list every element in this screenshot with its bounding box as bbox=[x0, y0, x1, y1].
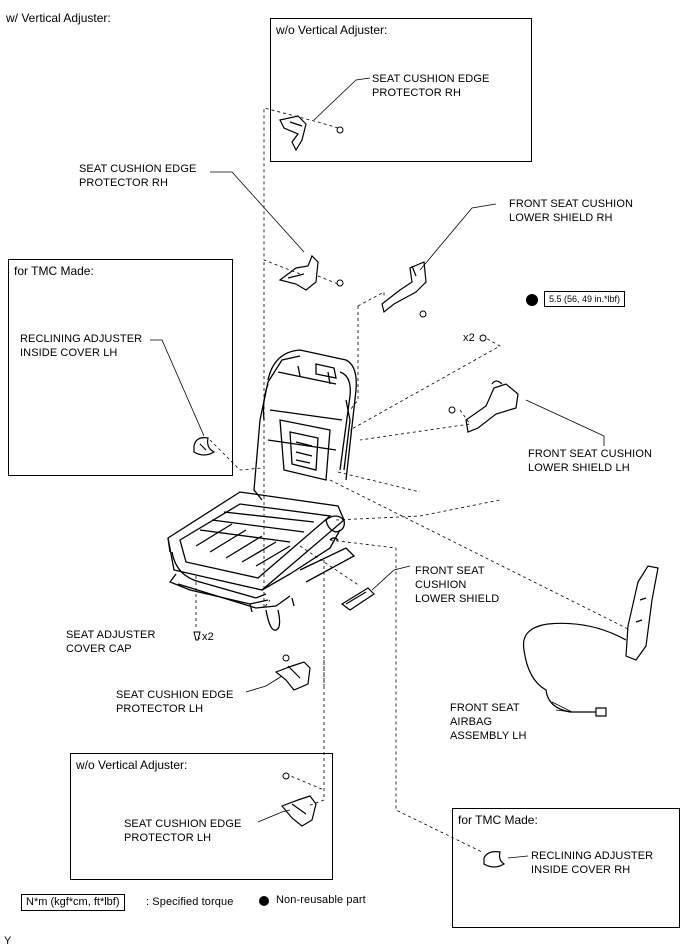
part-label-edge-protector-rh-inset: SEAT CUSHION EDGE PROTECTOR RH bbox=[372, 73, 490, 99]
part-label-lower-shield-lh: FRONT SEAT CUSHION LOWER SHIELD LH bbox=[528, 448, 653, 474]
legend-unit-text: : Specified torque bbox=[146, 896, 234, 908]
page-title: w/ Vertical Adjuster: bbox=[6, 11, 111, 25]
part-label-adjuster-cover-cap: SEAT ADJUSTER COVER CAP bbox=[66, 629, 156, 655]
quantity-label-caps: x2 bbox=[202, 631, 214, 643]
inset-title: for TMC Made: bbox=[14, 264, 94, 278]
inset-title: w/o Vertical Adjuster: bbox=[276, 23, 388, 37]
inset-box-bottom-left: w/o Vertical Adjuster: SEAT CUSHION EDGE… bbox=[70, 753, 333, 880]
legend-non-reusable-dot bbox=[259, 896, 269, 906]
part-label-lower-shield-rh: FRONT SEAT CUSHION LOWER SHIELD RH bbox=[509, 198, 634, 224]
part-label-edge-protector-lh-inset: SEAT CUSHION EDGE PROTECTOR LH bbox=[124, 818, 242, 844]
quantity-label-screws: x2 bbox=[463, 332, 475, 344]
part-label-airbag-assembly-lh: FRONT SEAT AIRBAG ASSEMBLY LH bbox=[450, 702, 527, 742]
inset-box-left-tmc: for TMC Made: RECLINING ADJUSTER INSIDE … bbox=[8, 259, 233, 476]
legend-non-reusable-text: Non-reusable part bbox=[276, 894, 366, 906]
part-label-edge-protector-rh: SEAT CUSHION EDGE PROTECTOR RH bbox=[79, 163, 197, 189]
part-label-edge-protector-lh: SEAT CUSHION EDGE PROTECTOR LH bbox=[116, 689, 234, 715]
torque-spec-box: 5.5 (56, 49 in.*lbf) bbox=[544, 291, 626, 307]
inset-title: w/o Vertical Adjuster: bbox=[76, 758, 188, 772]
inset-title: for TMC Made: bbox=[458, 813, 538, 827]
legend-unit-box: N*m (kgf*cm, ft*lbf) bbox=[21, 894, 125, 911]
illustration-code: Y bbox=[4, 935, 12, 947]
inset-box-bottom-right-tmc: for TMC Made: RECLINING ADJUSTER INSIDE … bbox=[452, 808, 680, 928]
part-label-reclining-cover-rh: RECLINING ADJUSTER INSIDE COVER RH bbox=[531, 850, 654, 876]
part-label-lower-shield: FRONT SEAT CUSHION LOWER SHIELD bbox=[415, 565, 500, 605]
non-reusable-mark bbox=[526, 294, 538, 306]
part-label-reclining-cover-lh: RECLINING ADJUSTER INSIDE COVER LH bbox=[20, 333, 143, 359]
inset-box-top-right: w/o Vertical Adjuster: SEAT CUSHION EDGE… bbox=[270, 18, 532, 162]
